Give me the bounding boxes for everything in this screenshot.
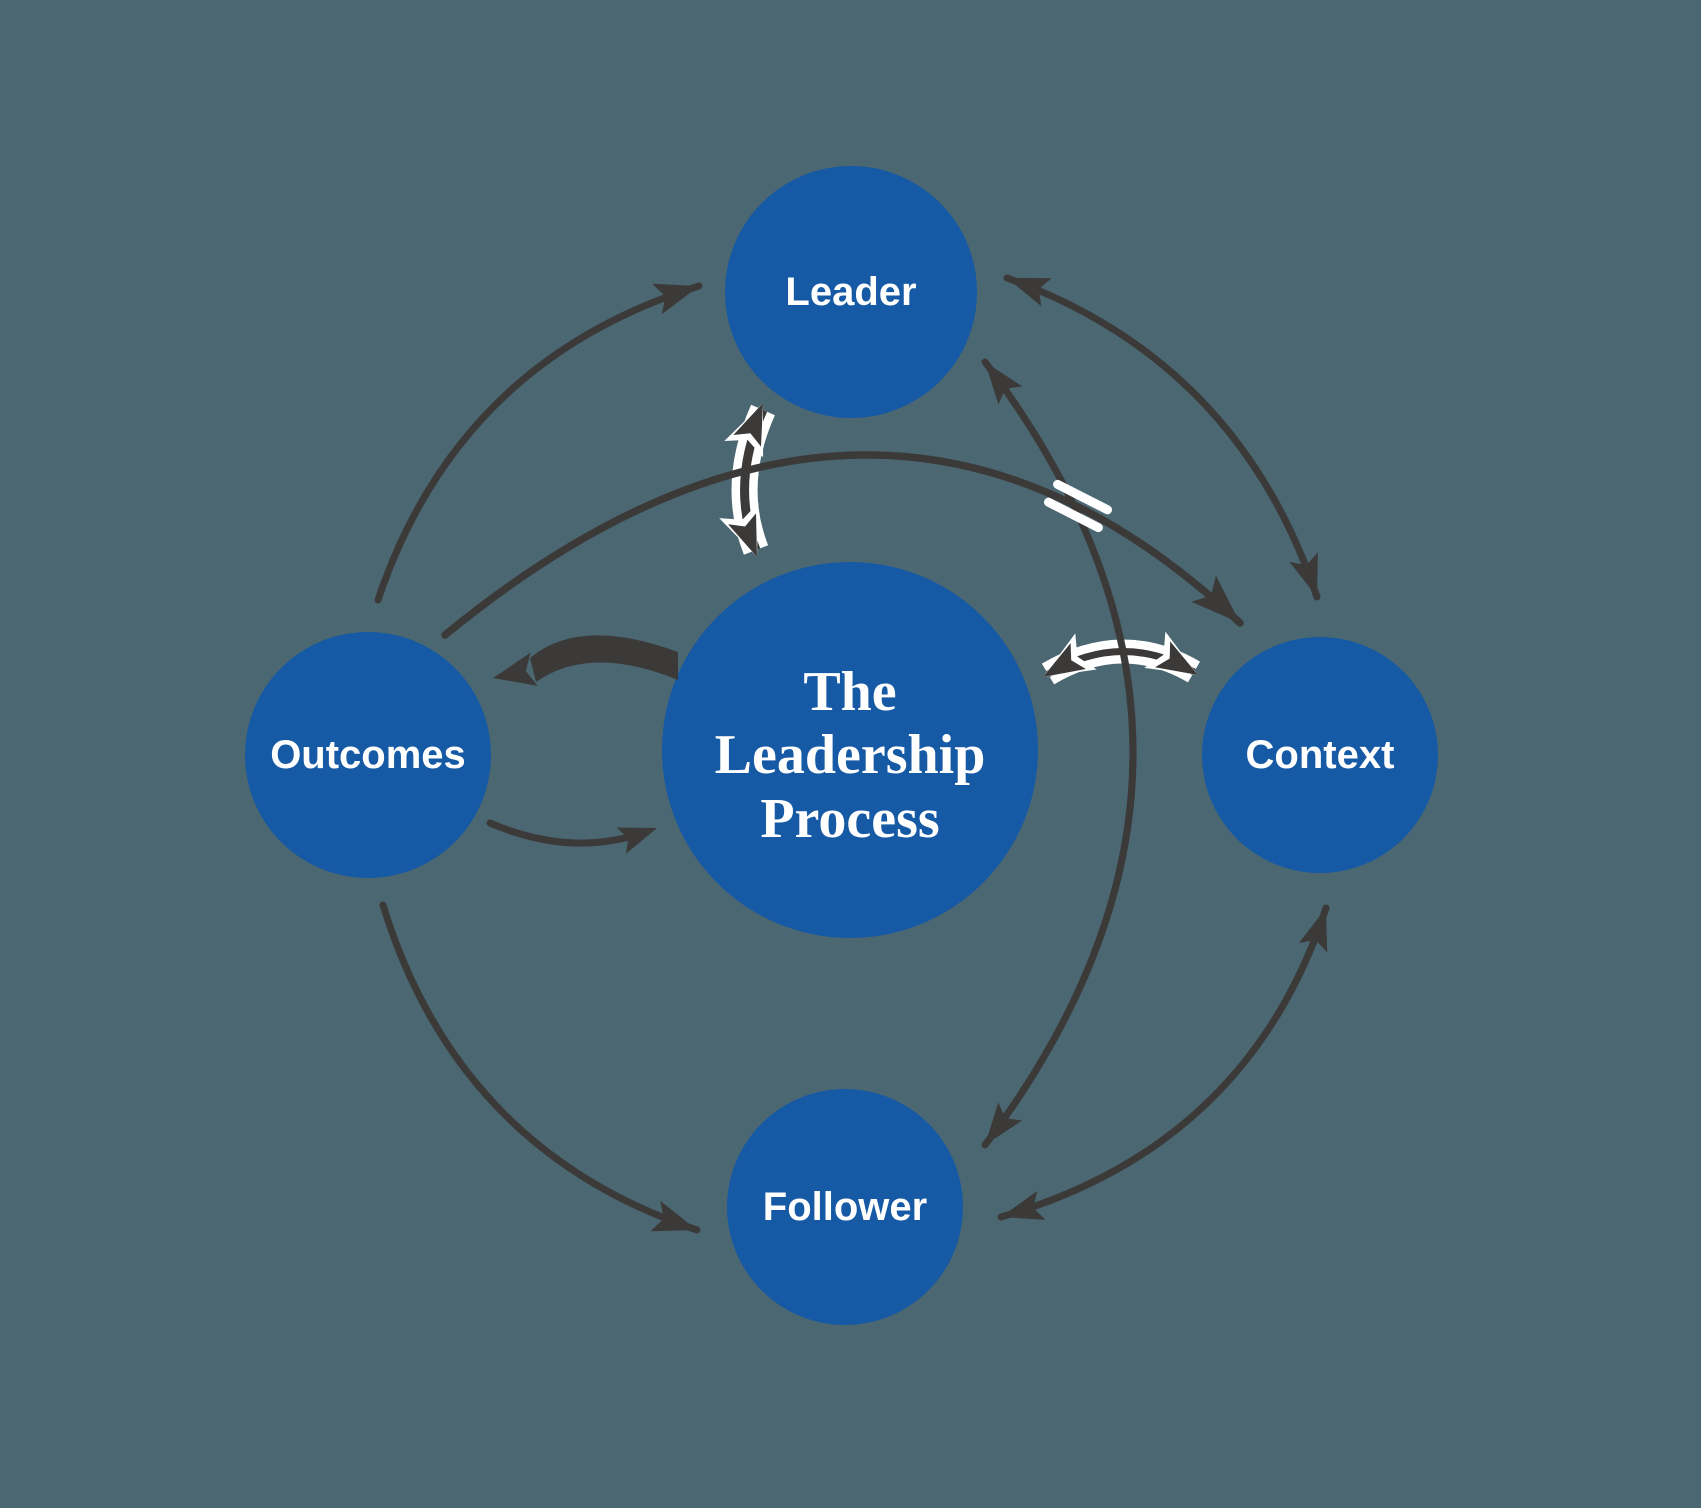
relationship-process-outcomes (493, 635, 678, 686)
node-follower-label: Follower (763, 1185, 927, 1229)
arrowhead (1043, 643, 1086, 677)
relationship-context-follower (997, 904, 1330, 1221)
node-leader-label: Leader (785, 270, 916, 314)
relationship-process-leader (719, 403, 775, 557)
jump-mark-slash (1053, 479, 1112, 515)
arrowhead (1007, 278, 1052, 307)
node-outcomes: Outcomes (245, 632, 491, 878)
relationship-context-follower-shaft (997, 904, 1330, 1221)
node-process-label-line: Leadership (715, 724, 986, 786)
node-context-circle (1202, 637, 1438, 873)
node-context: Context (1202, 637, 1438, 873)
arrowhead (733, 403, 763, 447)
arrowhead (1289, 552, 1318, 597)
relationship-process-outcomes-shaft (530, 635, 678, 682)
node-leader: Leader (725, 166, 977, 418)
node-outcomes-label: Outcomes (270, 733, 466, 777)
arrowhead (985, 1102, 1023, 1145)
node-process-label-line: Process (760, 788, 939, 850)
arrowhead (1298, 908, 1328, 953)
node-process-label-line: The (803, 661, 896, 723)
node-leader-circle (725, 166, 977, 418)
arrowhead (728, 513, 757, 557)
node-outcomes-circle (245, 632, 491, 878)
arrowhead (650, 1200, 697, 1232)
arrowhead (493, 652, 538, 686)
relationship-outcomes-context-shaft (441, 451, 1244, 639)
relationship-outcomes-leader (374, 282, 703, 604)
jump-mark-slash (1044, 497, 1103, 533)
node-process-circle (662, 562, 1038, 938)
relationship-leader-context-shaft (1003, 274, 1321, 601)
node-follower-circle (727, 1089, 963, 1325)
relationship-outcomes-follower-shaft (379, 901, 701, 1234)
relationship-leader-context (1003, 274, 1321, 601)
relationship-outcomes-process (486, 819, 657, 854)
arrowhead (1155, 641, 1198, 675)
relationship-outcomes-context (441, 451, 1244, 639)
relationship-leader-follower (981, 358, 1137, 1149)
arrowhead (1191, 575, 1240, 623)
arrowhead (1001, 1191, 1046, 1220)
arrowhead (652, 283, 699, 315)
crossing-jump-marks (1044, 479, 1112, 533)
relationship-outcomes-leader-shaft (374, 282, 703, 604)
relationship-leader-follower-shaft (981, 358, 1137, 1149)
node-follower: Follower (727, 1089, 963, 1325)
relationship-outcomes-follower (379, 901, 701, 1234)
arrowhead (616, 827, 657, 854)
node-context-label: Context (1246, 733, 1395, 777)
arrowhead (985, 362, 1023, 405)
